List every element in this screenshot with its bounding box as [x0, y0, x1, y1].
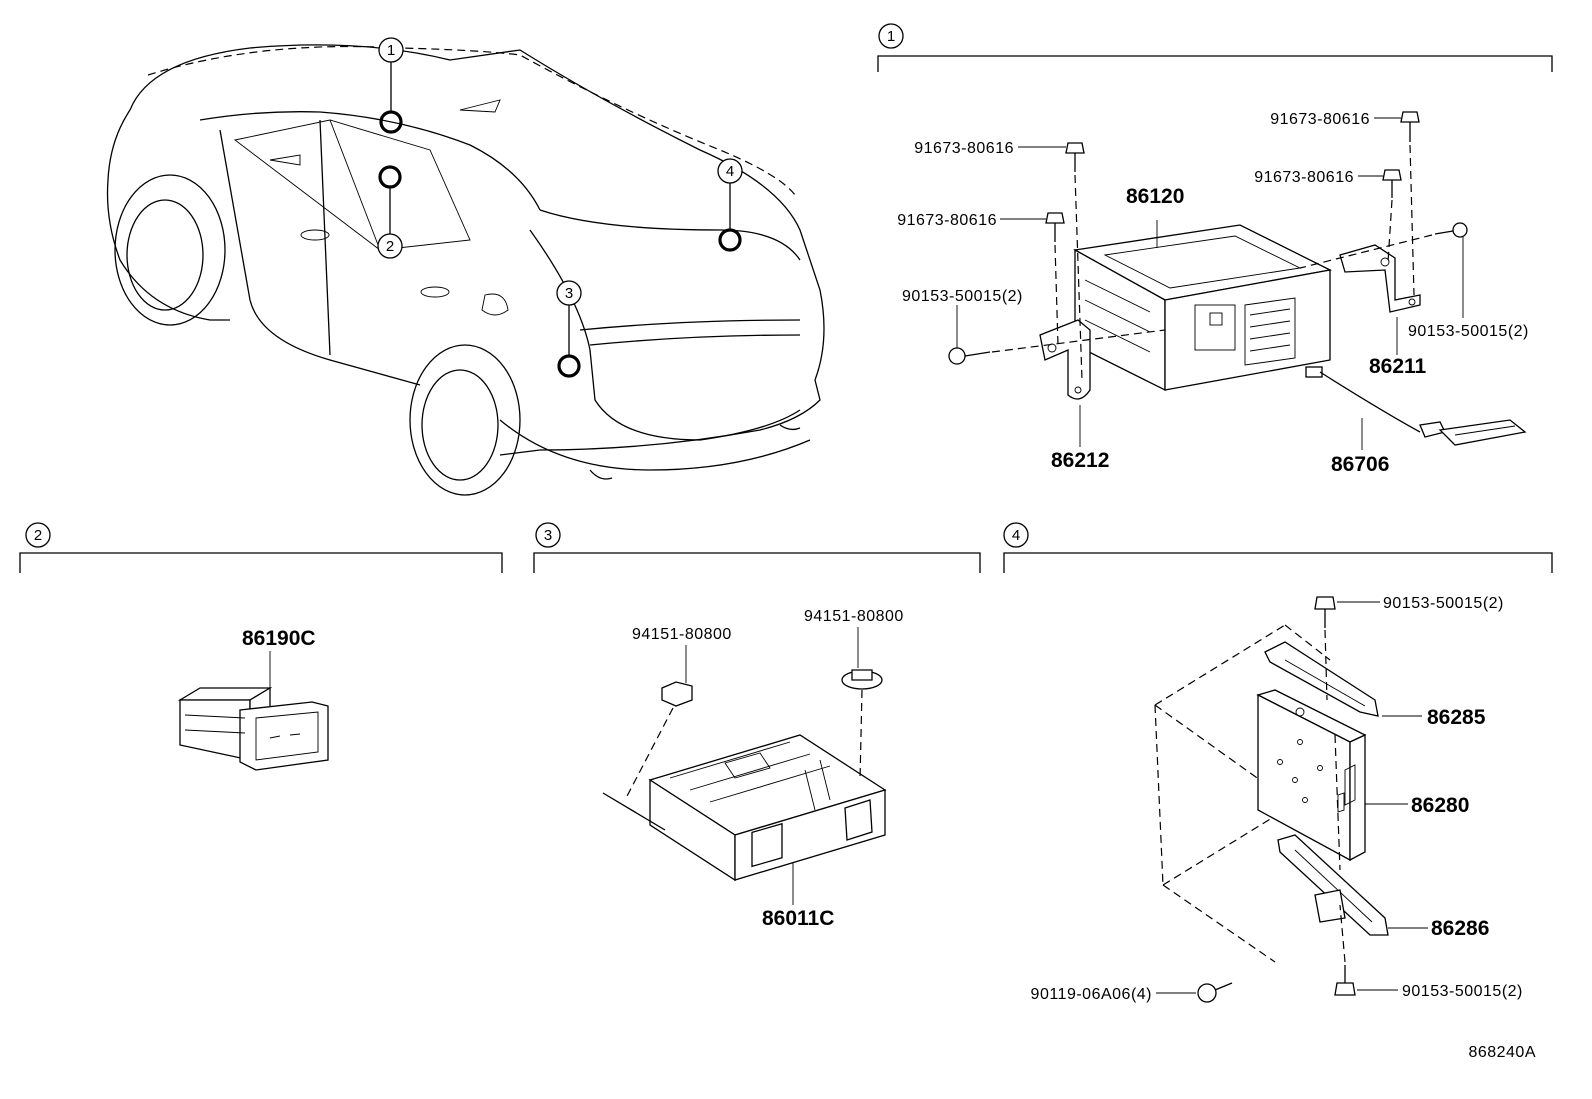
section-4-bracket — [1003, 552, 1553, 573]
section-2: 2 86190C — [19, 522, 503, 771]
label-86011C: 86011C — [762, 907, 834, 930]
leaders-1 — [956, 117, 1464, 450]
location-1-marker — [379, 110, 403, 134]
location-2-marker — [378, 165, 402, 189]
unit-86280-drawing — [1256, 689, 1367, 862]
location-1-number: 1 — [387, 42, 395, 59]
location-callouts: 1 2 3 4 — [377, 37, 743, 378]
label-90153-50015-right: 90153-50015(2) — [1408, 323, 1529, 340]
section-1-number: 1 — [887, 28, 895, 45]
bracket-86211-drawing — [1339, 244, 1421, 313]
fastener-drawings-4 — [1197, 596, 1356, 1003]
vehicle-illustration — [106, 44, 825, 496]
label-91673-80616-a: 91673-80616 — [914, 140, 1014, 157]
label-86280: 86280 — [1411, 794, 1469, 817]
label-91673-80616-b: 91673-80616 — [897, 212, 997, 229]
label-90153-50015-bottom: 90153-50015(2) — [1402, 983, 1523, 1000]
section-3: 3 94151-80800 94151-80800 86011C — [533, 522, 981, 930]
label-91673-80616-d: 91673-80616 — [1254, 169, 1354, 186]
label-94151-80800-left: 94151-80800 — [632, 626, 732, 643]
drawing-id: 868240A — [1468, 1044, 1536, 1061]
section-3-number: 3 — [544, 527, 552, 544]
section-2-bracket — [19, 552, 503, 573]
fastener-drawings — [948, 111, 1468, 365]
location-3-number: 3 — [565, 285, 573, 302]
location-4-marker — [718, 228, 742, 252]
location-4-number: 4 — [726, 163, 734, 180]
label-90153-50015-left: 90153-50015(2) — [902, 288, 1023, 305]
location-3-marker — [557, 354, 581, 378]
section-2-number: 2 — [34, 527, 42, 544]
section-4-number: 4 — [1012, 527, 1020, 544]
install-paths-1 — [991, 144, 1433, 381]
bracket-86285-drawing — [1264, 641, 1379, 717]
section-4: 4 — [1003, 522, 1553, 1003]
label-86211: 86211 — [1369, 355, 1427, 378]
label-91673-80616-c: 91673-80616 — [1270, 111, 1370, 128]
nut-drawings — [661, 669, 883, 707]
cable-86706-drawing — [1305, 366, 1527, 446]
unit-86120-drawing — [1073, 224, 1333, 392]
location-2-number: 2 — [386, 238, 394, 255]
label-94151-80800-right: 94151-80800 — [804, 608, 904, 625]
label-86286: 86286 — [1431, 917, 1489, 940]
label-86285: 86285 — [1427, 706, 1486, 729]
label-90153-50015-top: 90153-50015(2) — [1383, 595, 1504, 612]
section-1-bracket — [877, 55, 1553, 72]
label-86120: 86120 — [1126, 185, 1184, 208]
label-86706: 86706 — [1331, 453, 1389, 476]
module-86190C-drawing — [177, 686, 329, 771]
section-1: 1 — [877, 23, 1553, 476]
bracket-86212-drawing — [1039, 319, 1091, 400]
label-86190C: 86190C — [242, 627, 316, 650]
bracket-86286-drawing — [1277, 834, 1389, 936]
label-90119-06A06: 90119-06A06(4) — [1031, 986, 1152, 1003]
label-86212: 86212 — [1051, 449, 1109, 472]
section-3-bracket — [533, 552, 981, 573]
unit-86011C-drawing — [648, 734, 887, 882]
